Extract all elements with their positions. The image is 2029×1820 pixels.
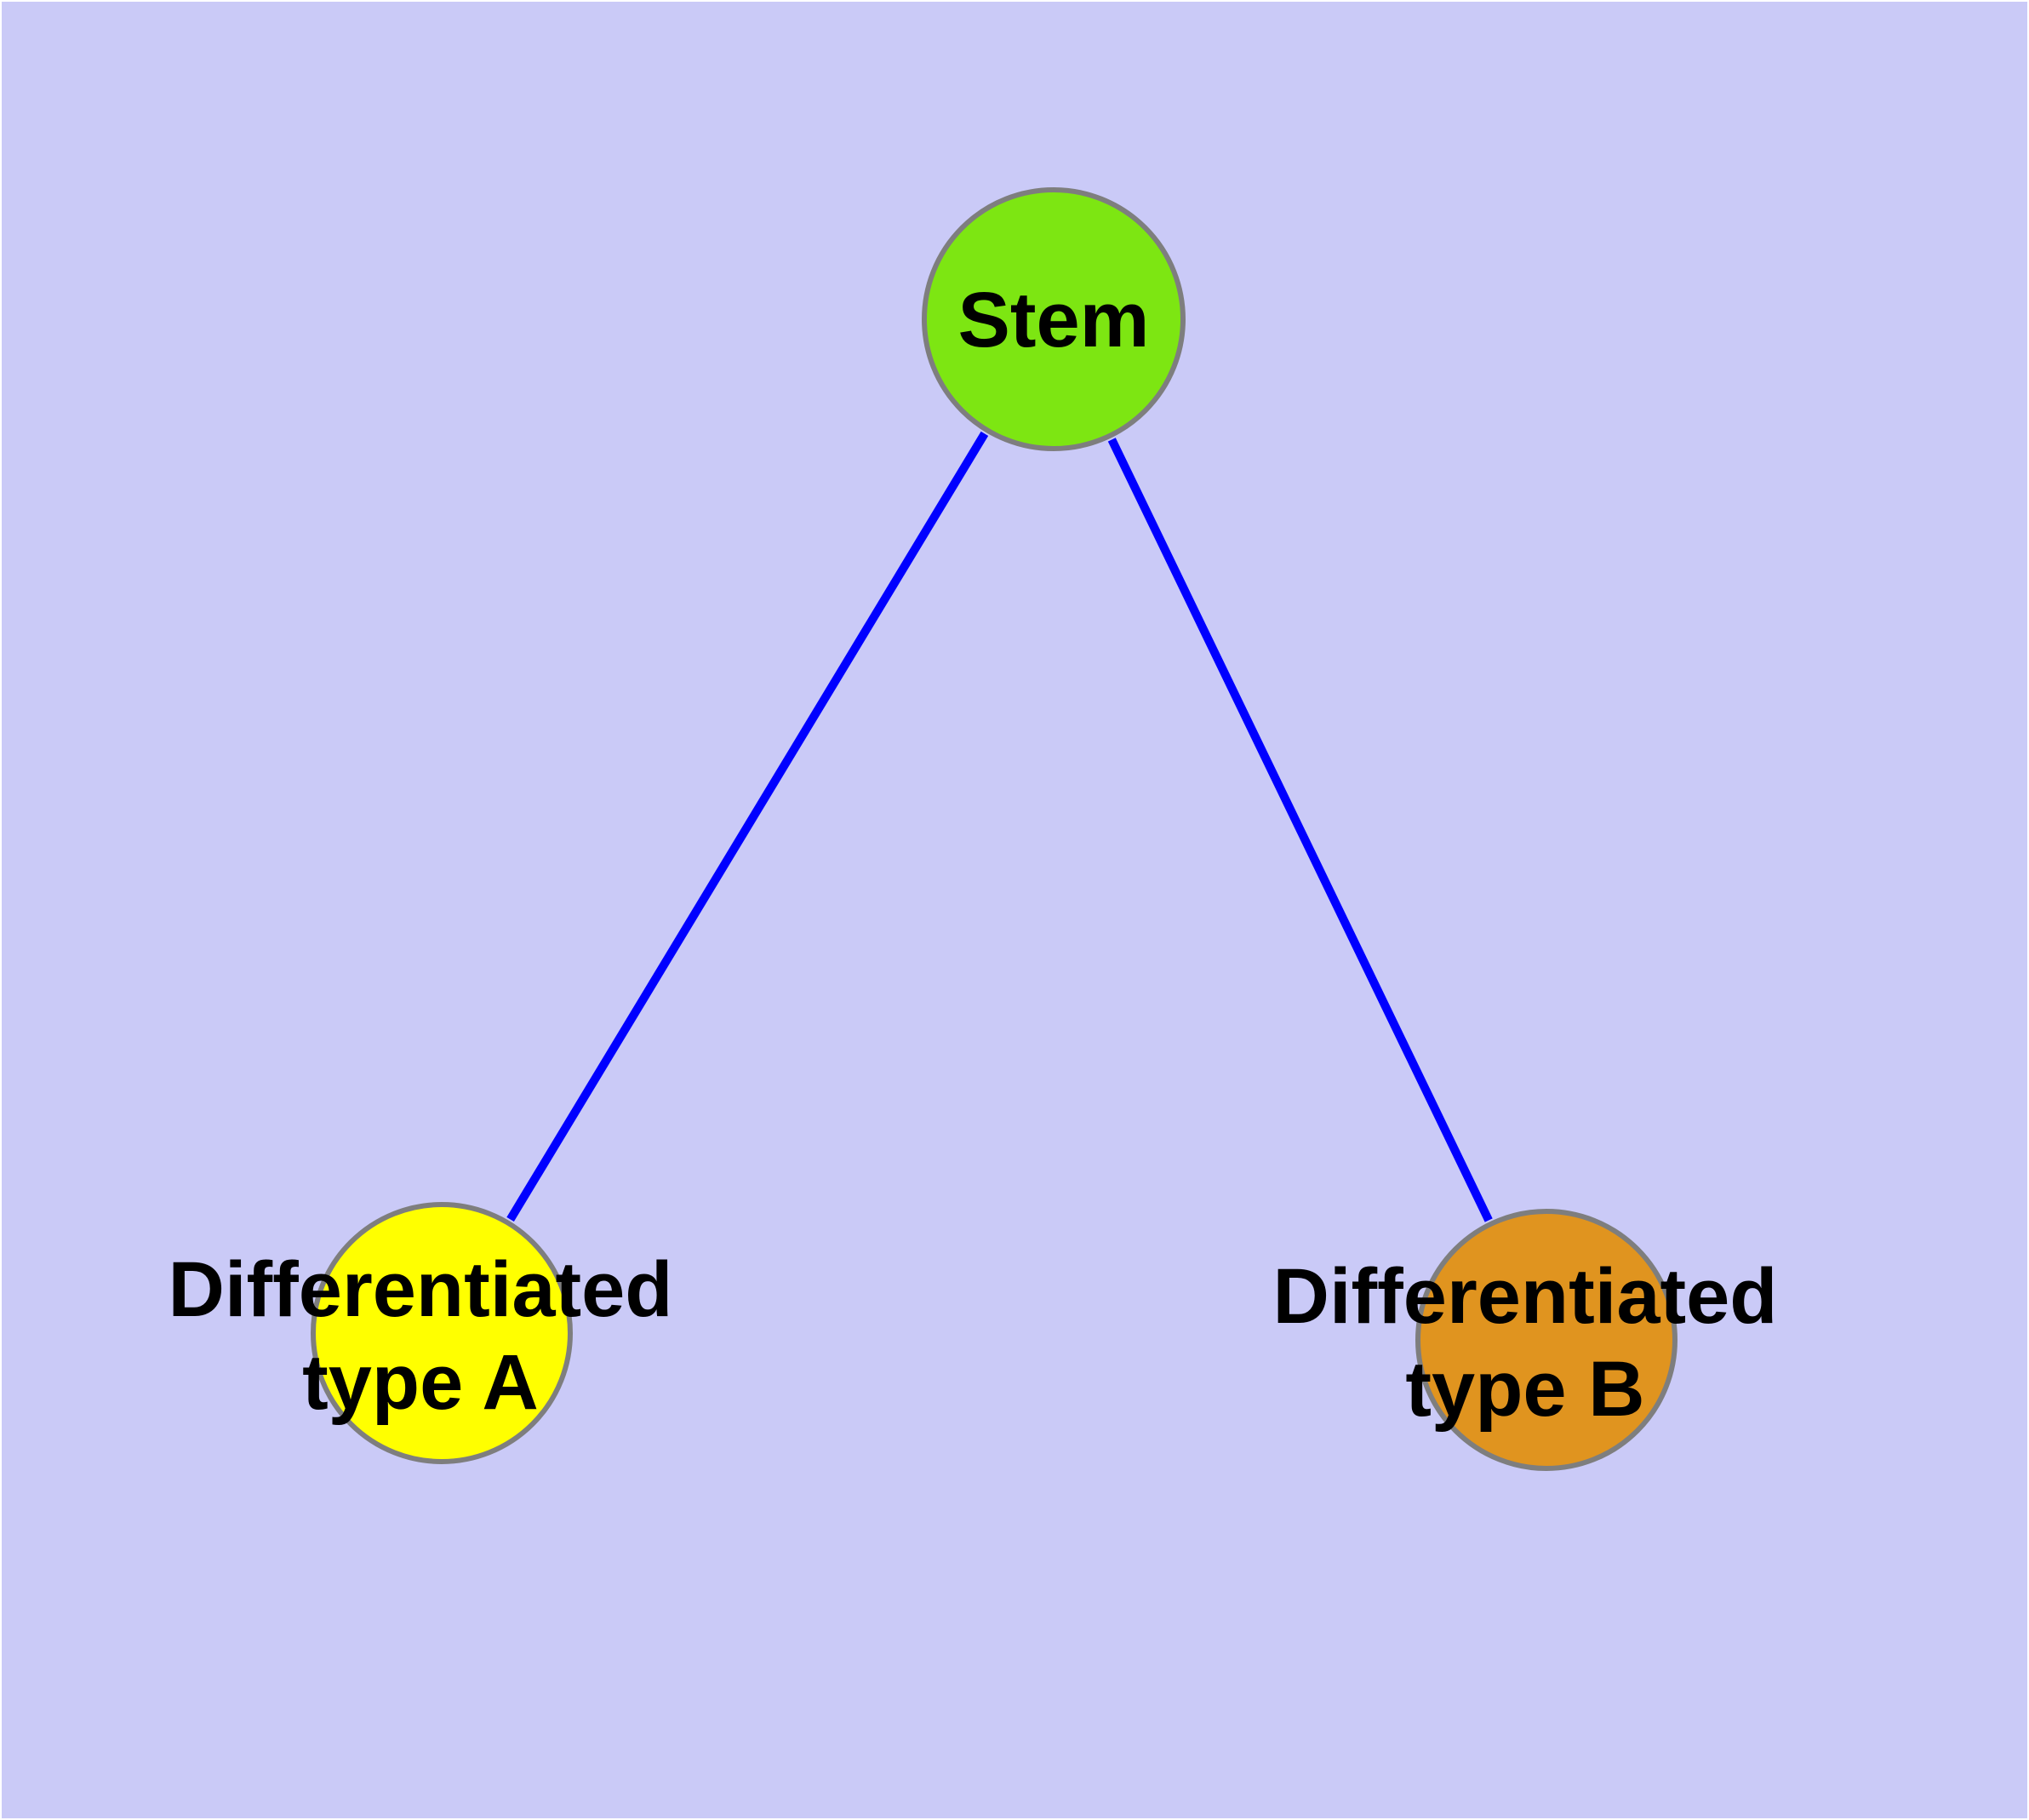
edge-stem-to-diff-b: [1107, 438, 1493, 1222]
node-stem-label: Stem: [958, 277, 1150, 363]
edges-layer: [506, 431, 1493, 1222]
edge-stem-to-diff-a: [506, 431, 989, 1222]
node-stem-circle: [922, 187, 1186, 451]
node-diff-a-circle: [311, 1202, 573, 1464]
node-diff-b-circle: [1415, 1209, 1677, 1471]
